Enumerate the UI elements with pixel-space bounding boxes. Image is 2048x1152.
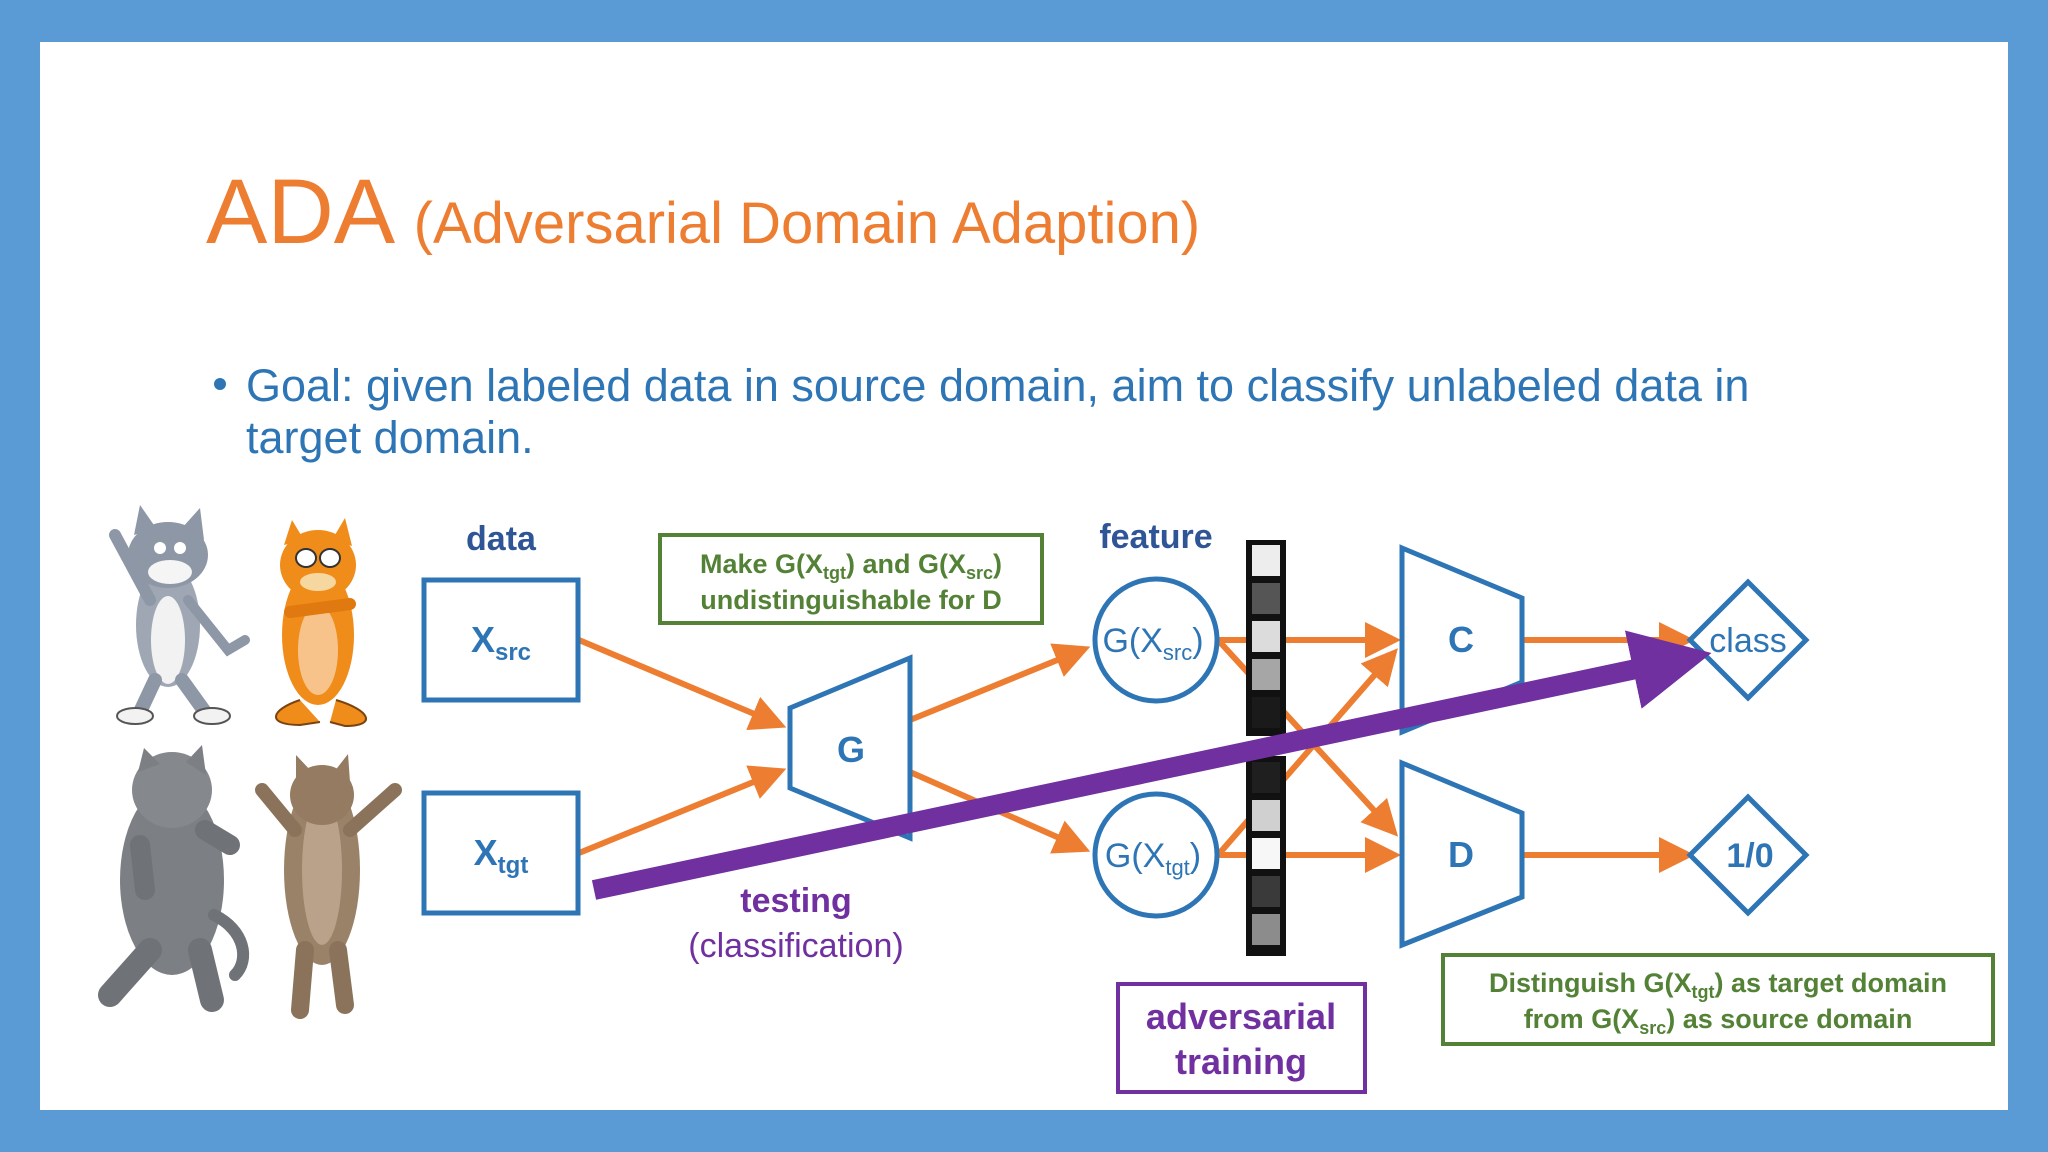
testing-label: testing xyxy=(740,882,851,920)
classifier-label: C xyxy=(1448,619,1474,660)
classification-label: (classification) xyxy=(688,927,903,965)
feature-vector-src xyxy=(1246,540,1286,736)
class-output-diamond xyxy=(1686,578,1810,702)
note-discriminator-line2: from G(Xsrc) as source domain xyxy=(1524,1004,1913,1038)
training-label: training xyxy=(1175,1041,1307,1082)
bullet-dot-icon xyxy=(214,378,226,390)
note-generator-line1: Make G(Xtgt) and G(Xsrc) xyxy=(700,549,1002,583)
xsrc-label: Xsrc xyxy=(471,619,531,666)
binary-output-diamond xyxy=(1686,793,1810,917)
gxtgt-label: G(Xtgt) xyxy=(1105,837,1201,880)
gxsrc-circle xyxy=(1092,576,1220,704)
title-main: ADA xyxy=(206,161,396,263)
generator-block xyxy=(787,654,913,842)
slide-title: ADA (Adversarial Domain Adaption) xyxy=(206,160,1200,265)
note-discriminator-line1: Distinguish G(Xtgt) as target domain xyxy=(1489,968,1947,1002)
adversarial-label: adversarial xyxy=(1146,996,1336,1037)
xtgt-label: Xtgt xyxy=(474,832,529,879)
generator-label: G xyxy=(837,729,865,770)
feature-label: feature xyxy=(1099,518,1212,556)
tom-cat-image xyxy=(109,505,250,725)
gxtgt-circle xyxy=(1092,791,1220,919)
feature-vector-tgt xyxy=(1246,756,1286,956)
arrow-xsrc-to-g xyxy=(577,637,787,731)
discriminator-label: D xyxy=(1448,834,1474,875)
note-generator-line2: undistinguishable for D xyxy=(700,585,1002,615)
classifier-block xyxy=(1399,544,1525,736)
goal-bullet: Goal: given labeled data in source domai… xyxy=(246,360,1750,463)
xtgt-box xyxy=(421,790,581,916)
arrow-g-to-gxsrc xyxy=(908,643,1091,723)
binary-output-label: 1/0 xyxy=(1726,837,1773,875)
gray-kitten-image xyxy=(98,745,250,1012)
class-output-label: class xyxy=(1709,622,1786,660)
discriminator-block xyxy=(1399,759,1525,949)
data-label: data xyxy=(466,520,537,558)
arrow-xtgt-to-g xyxy=(577,765,787,856)
gxsrc-label: G(Xsrc) xyxy=(1102,622,1203,665)
xsrc-box xyxy=(421,577,581,703)
garfield-cat-image xyxy=(275,518,367,728)
title-subtitle: (Adversarial Domain Adaption) xyxy=(413,191,1201,256)
note-generator-box xyxy=(658,533,1044,625)
adversarial-training-box xyxy=(1116,982,1367,1094)
testing-arrow xyxy=(591,630,1712,900)
tabby-kitten-image xyxy=(255,754,402,1019)
note-discriminator-box xyxy=(1441,953,1995,1046)
